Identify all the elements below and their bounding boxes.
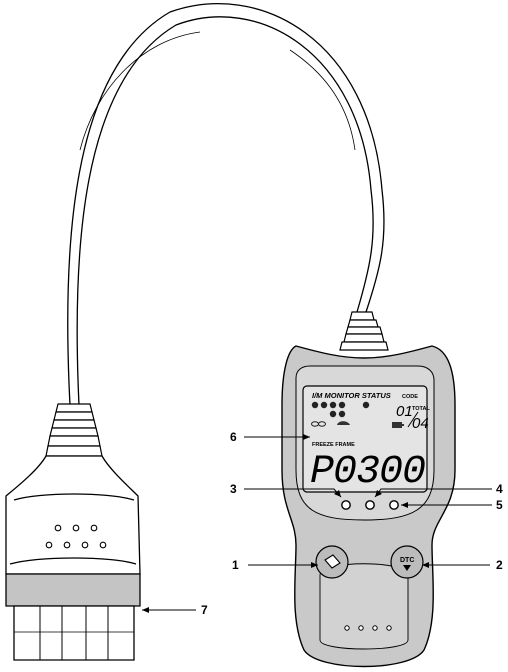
power-link-button[interactable] <box>315 545 349 579</box>
battery-icon <box>392 422 404 428</box>
monitor-status-title: I/M MONITOR STATUS <box>312 391 391 400</box>
speaker-holes <box>344 625 392 631</box>
led-left <box>341 500 351 510</box>
led-right <box>389 500 399 510</box>
callout-2: 2 <box>496 558 503 572</box>
connector-pins <box>45 524 107 549</box>
callout-arrowheads <box>142 434 429 613</box>
callout-7: 7 <box>201 603 208 617</box>
total-number: 04 <box>412 415 429 432</box>
code-label: CODE <box>402 394 418 400</box>
total-label: TOTAL <box>412 406 430 412</box>
car-icon <box>337 421 350 425</box>
freeze-frame-label: FREEZE FRAME <box>312 442 355 448</box>
link-icon <box>311 421 326 427</box>
dtc-button[interactable]: DTC <box>390 545 424 579</box>
callout-1: 1 <box>232 558 239 572</box>
code-number: 01 <box>396 403 413 420</box>
led-middle <box>365 500 375 510</box>
callout-6: 6 <box>230 430 237 444</box>
link-icon <box>324 554 341 569</box>
status-leds <box>341 500 399 510</box>
scroll-down-icon <box>403 565 411 571</box>
callout-numbers: 1 2 3 4 5 6 7 <box>201 430 503 617</box>
lcd-display: I/M MONITOR STATUS CODE TOTAL 01 04 FREE… <box>310 391 430 495</box>
dtc-code-readout: P0300 <box>310 450 425 495</box>
dtc-button-label: DTC <box>400 557 414 564</box>
connector-strain-relief <box>45 403 103 457</box>
obd-connector <box>5 455 141 661</box>
cable <box>67 3 385 406</box>
callout-3: 3 <box>230 482 237 496</box>
callout-4: 4 <box>496 482 503 496</box>
callout-5: 5 <box>496 498 503 512</box>
cable-strain-relief <box>339 311 389 351</box>
monitor-icons <box>311 401 370 418</box>
